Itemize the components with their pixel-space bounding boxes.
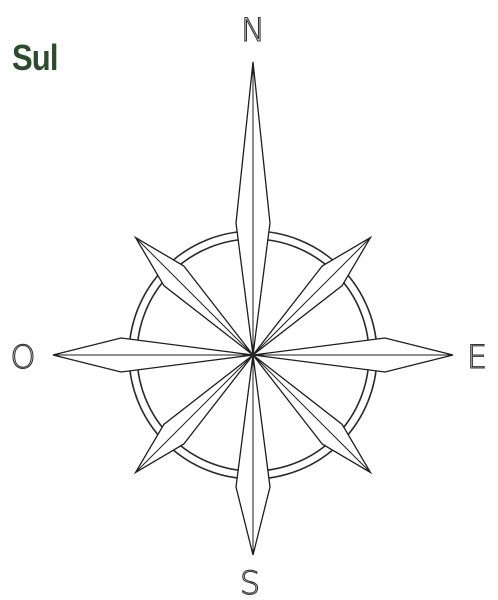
label-south: S (240, 564, 260, 600)
compass-points (53, 62, 453, 555)
compass-center (251, 353, 256, 358)
point-west (53, 338, 253, 372)
point-east (253, 338, 453, 372)
label-north: N (241, 11, 265, 49)
point-north (236, 62, 270, 355)
point-south (236, 355, 270, 555)
label-east: E (467, 338, 487, 376)
label-west: O (10, 338, 35, 376)
